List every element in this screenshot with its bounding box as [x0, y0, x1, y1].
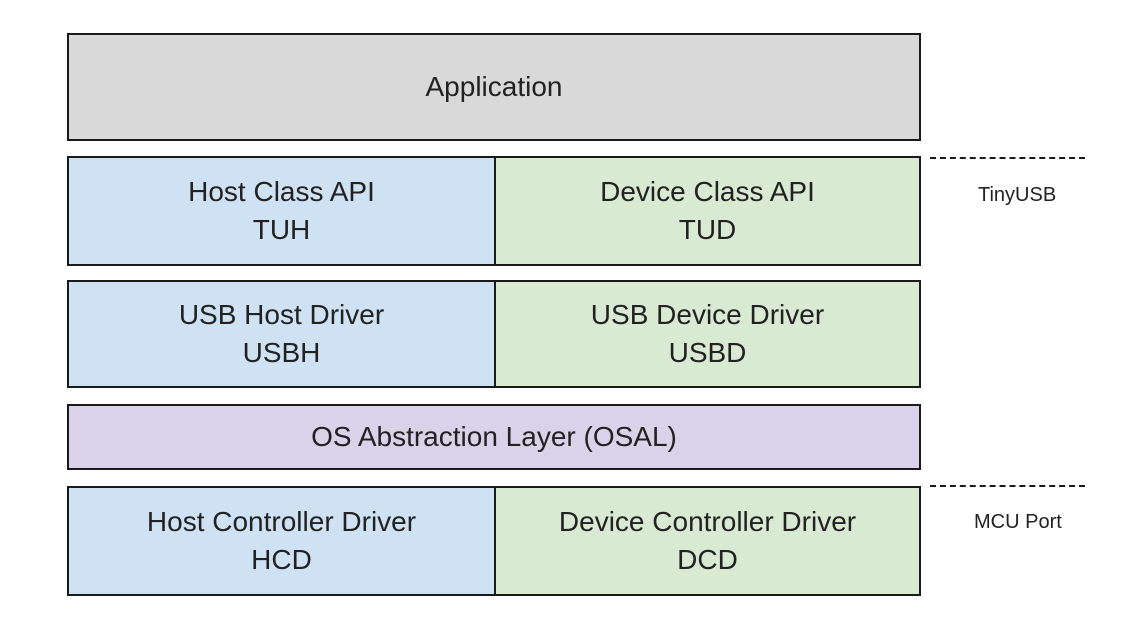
osal-layer: OS Abstraction Layer (OSAL) — [67, 404, 921, 470]
device-controller-driver-code: DCD — [677, 544, 738, 575]
device-class-api-label: Device Class API — [600, 176, 815, 207]
usb-host-driver-box: USB Host Driver USBH — [67, 280, 496, 388]
application-layer: Application — [67, 33, 921, 141]
host-controller-driver-label: Host Controller Driver — [146, 506, 417, 537]
usb-device-driver-box: USB Device Driver USBD — [494, 280, 921, 388]
usb-device-driver-label: USB Device Driver — [590, 299, 825, 330]
host-controller-driver-box: Host Controller Driver HCD — [67, 486, 496, 596]
tinyusb-boundary-label: TinyUSB — [978, 184, 1057, 206]
device-class-api-code: TUD — [678, 214, 737, 245]
mcu-port-boundary-line — [930, 485, 1085, 487]
tinyusb-boundary-line — [930, 157, 1085, 159]
device-controller-driver-box: Device Controller Driver DCD — [494, 486, 921, 596]
osal-label: OS Abstraction Layer (OSAL) — [311, 421, 677, 452]
host-class-api-box: Host Class API TUH — [67, 156, 496, 266]
usb-host-driver-label: USB Host Driver — [178, 299, 385, 330]
usb-host-driver-code: USBH — [242, 337, 321, 368]
host-class-api-label: Host Class API — [188, 176, 375, 207]
application-label: Application — [425, 71, 563, 102]
usb-device-driver-code: USBD — [668, 337, 747, 368]
device-controller-driver-label: Device Controller Driver — [558, 506, 857, 537]
host-controller-driver-code: HCD — [251, 544, 312, 575]
host-class-api-code: TUH — [252, 214, 311, 245]
mcu-port-boundary-label: MCU Port — [974, 511, 1062, 533]
device-class-api-box: Device Class API TUD — [494, 156, 921, 266]
